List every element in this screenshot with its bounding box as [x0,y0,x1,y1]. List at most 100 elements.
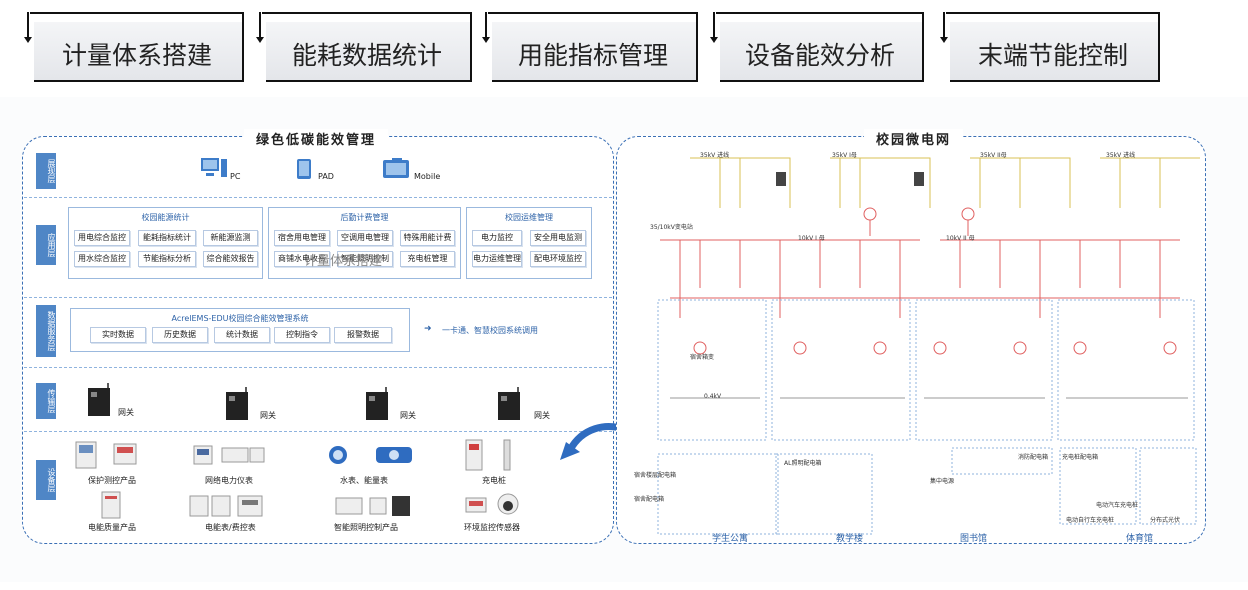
tab-label: 末端节能控制 [977,41,1128,70]
tab-5[interactable]: 末端节能控制 [940,12,1160,82]
app-button[interactable]: 商铺水电收费 [274,251,330,267]
diagram-label: 消防配电箱 [1018,454,1049,461]
gateway-icon [498,387,520,420]
building-label: 图书馆 [960,534,988,544]
tab-frame [30,12,244,82]
mobile-label: Mobile [414,172,441,181]
down-arrow-icon [482,12,490,43]
tab-label: 设备能效分析 [744,41,895,70]
charger-icon [465,439,511,471]
app-button[interactable]: 充电桩管理 [400,251,455,267]
lighting-control-icon [335,496,410,516]
tab-frame [716,12,924,82]
tab-background [720,22,922,82]
right-arrow-icon: ➜ [424,324,432,334]
app-button[interactable]: 电力运维管理 [472,251,522,267]
power-meter-icon [193,445,265,465]
device-label: 网络电力仪表 [205,476,253,485]
power-quality-icon [101,491,121,519]
data-button[interactable]: 统计数据 [214,327,270,343]
app-button[interactable]: 智能照明控制 [337,251,393,267]
tab-label: 计量体系搭建 [61,41,212,70]
diagram-label: 宿舍楼层配电箱 [634,472,677,479]
substation-label: 35/10kV变电站 [650,224,693,231]
tab-background [266,22,470,82]
app-button[interactable]: 宿舍用电管理 [274,230,330,246]
protection-device-icon [75,441,137,469]
tab-4[interactable]: 设备能效分析 [710,12,924,82]
app-button[interactable]: 空调用电管理 [337,230,393,246]
building-label: 体育馆 [1126,534,1154,544]
data-service-title: AcrelEMS-EDU校园综合能效管理系统 [171,314,309,323]
pc-label: PC [230,172,241,181]
tab-frame [946,12,1160,82]
gateway-label: 网关 [260,411,276,420]
gateway-label: 网关 [534,411,550,420]
down-arrow-icon [24,12,32,43]
tab-label: 能耗数据统计 [291,41,442,70]
device-label: 电能质量产品 [88,523,136,532]
mobile-icon [383,158,409,178]
gateway-label: 网关 [118,408,134,417]
down-arrow-icon [710,12,718,43]
layer-display [24,150,612,198]
gateway-icon [88,383,110,416]
building-label: 学生公寓 [712,534,749,544]
app-button[interactable]: 安全用电监测 [530,230,586,246]
microgrid-diagram [657,157,1200,535]
energy-meter-icon [189,495,263,517]
device-label: 电能表/费控表 [205,523,256,532]
bus-label: 10kV I 母 [798,235,825,242]
diagram-label: 宿舍配电箱 [634,496,665,503]
feeder-label: 35kV 进线 [1106,152,1136,159]
tablet-icon [297,159,311,179]
pad-label: PAD [318,172,334,181]
app-group-title: 校园运维管理 [505,213,553,222]
app-group-title: 校园能源统计 [141,213,190,222]
app-button[interactable]: 用电综合监控 [74,230,130,246]
down-arrow-icon [256,12,264,43]
data-button[interactable]: 实时数据 [90,327,146,343]
diagram-label: 充电桩配电箱 [1062,454,1099,461]
gateway-icon [226,387,248,420]
tab-1[interactable]: 计量体系搭建 [24,12,244,82]
app-button[interactable]: 配电环境监控 [530,251,586,267]
overlay-watermark-text: 计量体系搭建 [304,254,383,269]
diagram-label: AL照明配电箱 [784,460,822,467]
tab-2[interactable]: 能耗数据统计 [256,12,472,82]
app-button[interactable]: 综合能效报告 [203,251,258,267]
app-button[interactable]: 用水综合监控 [74,251,130,267]
device-label: 水表、能量表 [340,476,388,485]
layer-tag: 传输层 [36,383,56,419]
layer-tag: 数据服务层 [36,305,56,357]
device-label: 充电桩 [482,476,506,485]
down-arrow-icon [940,12,948,43]
tab-3[interactable]: 用能指标管理 [482,12,698,82]
left-panel-title: 绿色低碳能效管理 [244,129,389,148]
app-button[interactable]: 电力监控 [472,230,522,246]
device-label: 智能照明控制产品 [334,523,398,532]
tab-frame [262,12,472,82]
data-button[interactable]: 报警数据 [334,327,392,343]
app-group-title: 后勤计费管理 [340,213,389,222]
gateway-label: 网关 [400,411,416,420]
app-button[interactable]: 节能指标分析 [138,251,196,267]
integration-link[interactable]: 一卡通、智慧校园系统调用 [442,326,538,335]
app-button[interactable]: 新能源监测 [203,230,258,246]
layer-tag: 应用层 [36,225,56,265]
app-button[interactable]: 能耗指标统计 [138,230,196,246]
layer-application [24,198,612,298]
diagram-label: 分布式光伏 [1150,517,1181,524]
data-button[interactable]: 控制指令 [274,327,330,343]
tab-background [34,22,242,82]
layer-tag: 展现层 [36,153,56,189]
sensor-icon [465,493,519,515]
app-button[interactable]: 特殊用能计费 [400,230,455,246]
data-button[interactable]: 历史数据 [152,327,208,343]
bus-label: 10kV II 母 [946,235,975,242]
layer-tag: 设备层 [36,460,56,500]
diagram-label: 电动自行车充电桩 [1066,517,1115,524]
water-meter-icon [329,446,412,464]
tab-background [950,22,1158,82]
